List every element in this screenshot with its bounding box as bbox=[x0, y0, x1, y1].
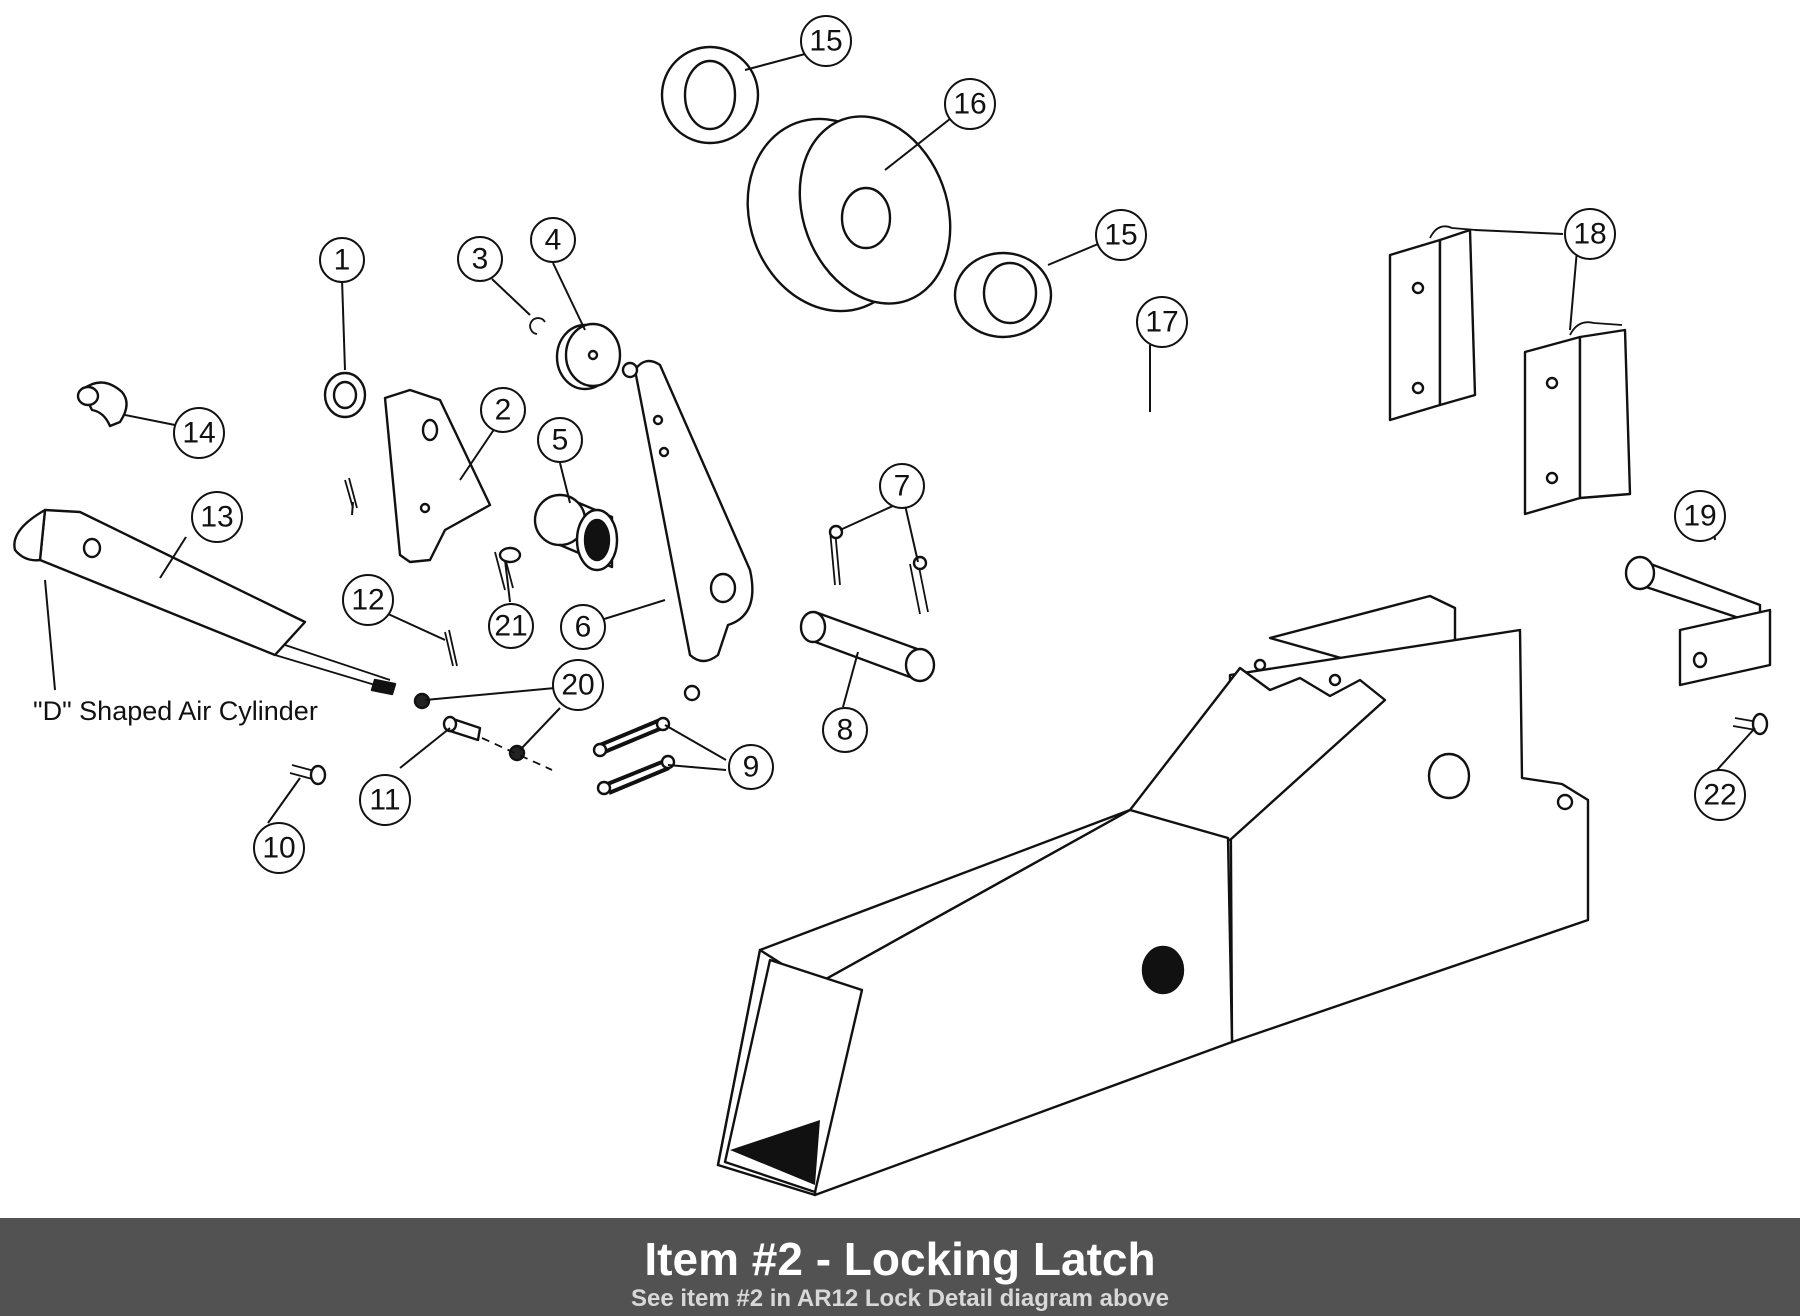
callout-5: 5 bbox=[537, 417, 583, 463]
caption-title: Item #2 - Locking Latch bbox=[644, 1233, 1156, 1285]
part-22-bolt bbox=[1732, 712, 1769, 736]
callout-label: 12 bbox=[351, 584, 384, 617]
callout-label: 3 bbox=[472, 243, 489, 276]
callout-label: 9 bbox=[743, 751, 760, 784]
part-7-cotter-pins bbox=[828, 524, 929, 615]
callout-3: 3 bbox=[457, 236, 503, 282]
part-6-lever-arm bbox=[621, 359, 754, 702]
callout-label: 2 bbox=[495, 394, 512, 427]
callout-21: 21 bbox=[488, 603, 534, 649]
part-10-bolt bbox=[289, 764, 327, 786]
callout-10: 10 bbox=[253, 822, 305, 874]
callout-label: 15 bbox=[1104, 219, 1137, 252]
callout-17: 17 bbox=[1136, 296, 1188, 348]
callout-label: 16 bbox=[953, 88, 986, 121]
callout-label: 11 bbox=[369, 784, 400, 817]
part-15-upper-bushing bbox=[660, 45, 760, 145]
part-15-lower-bushing bbox=[953, 251, 1053, 339]
callout-label: 7 bbox=[894, 470, 911, 503]
callout-9: 9 bbox=[728, 744, 774, 790]
part-20-nut-upper bbox=[413, 692, 431, 710]
callout-19: 19 bbox=[1674, 490, 1726, 542]
callout-label: 1 bbox=[334, 244, 351, 277]
part-13-air-cylinder bbox=[13, 508, 397, 696]
callout-label: 20 bbox=[561, 669, 594, 702]
callout-16: 16 bbox=[944, 78, 996, 130]
part-19-pivot-pin bbox=[1624, 555, 1772, 687]
callout-label: 6 bbox=[575, 611, 592, 644]
exploded-parts-diagram: 15 16 15 18 17 1 3 4 14 2 5 13 bbox=[13, 15, 1772, 1197]
part-14-elbow-fitting bbox=[76, 381, 128, 428]
callout-label: 22 bbox=[1703, 779, 1736, 812]
callout-8: 8 bbox=[822, 707, 868, 753]
part-12-cotter-pin-upper bbox=[344, 477, 358, 509]
callout-label: 13 bbox=[200, 501, 233, 534]
callout-15-top: 15 bbox=[800, 15, 852, 67]
part-8-pin bbox=[799, 610, 936, 683]
part-5-sleeve-bushing bbox=[533, 493, 619, 572]
part-2-latch-plate bbox=[383, 388, 492, 564]
callout-label: 18 bbox=[1573, 218, 1606, 251]
callout-20: 20 bbox=[552, 659, 604, 711]
callout-15-lower: 15 bbox=[1095, 209, 1147, 261]
leader-lines bbox=[44, 53, 1756, 824]
callout-1: 1 bbox=[319, 237, 365, 283]
callout-label: 17 bbox=[1145, 306, 1178, 339]
callout-14: 14 bbox=[173, 407, 225, 459]
callout-12: 12 bbox=[342, 574, 394, 626]
callout-label: 5 bbox=[552, 424, 569, 457]
callout-6: 6 bbox=[560, 604, 606, 650]
caption-bar: Item #2 - Locking Latch See item #2 in A… bbox=[0, 1218, 1800, 1316]
callout-label: 8 bbox=[837, 714, 854, 747]
callout-22: 22 bbox=[1694, 769, 1746, 821]
part-3-snap-ring bbox=[529, 317, 546, 335]
part-9-springs bbox=[592, 716, 676, 796]
callout-label: 21 bbox=[494, 610, 527, 643]
callout-2: 2 bbox=[480, 387, 526, 433]
callout-4: 4 bbox=[530, 217, 576, 263]
air-cylinder-note: "D" Shaped Air Cylinder bbox=[33, 696, 318, 726]
part-4-short-bushing bbox=[555, 322, 622, 391]
callout-11: 11 bbox=[359, 774, 411, 826]
part-18-hinge-brackets bbox=[1388, 225, 1632, 516]
part-1-washer bbox=[323, 371, 367, 419]
callout-18: 18 bbox=[1564, 208, 1616, 260]
part-16-pulley-wheel bbox=[746, 115, 952, 313]
callout-label: 15 bbox=[809, 25, 842, 58]
callout-13: 13 bbox=[191, 491, 243, 543]
part-12-cotter-pin-lower bbox=[444, 629, 458, 667]
callout-label: 10 bbox=[262, 832, 295, 865]
part-17-main-housing bbox=[716, 594, 1590, 1197]
callout-label: 14 bbox=[182, 417, 215, 450]
callout-7: 7 bbox=[879, 463, 925, 509]
callout-label: 19 bbox=[1683, 500, 1716, 533]
caption-subtitle: See item #2 in AR12 Lock Detail diagram … bbox=[631, 1285, 1169, 1312]
part-11-clevis bbox=[442, 715, 553, 771]
part-21-clevis-pin bbox=[494, 546, 522, 591]
callout-label: 4 bbox=[545, 224, 562, 257]
